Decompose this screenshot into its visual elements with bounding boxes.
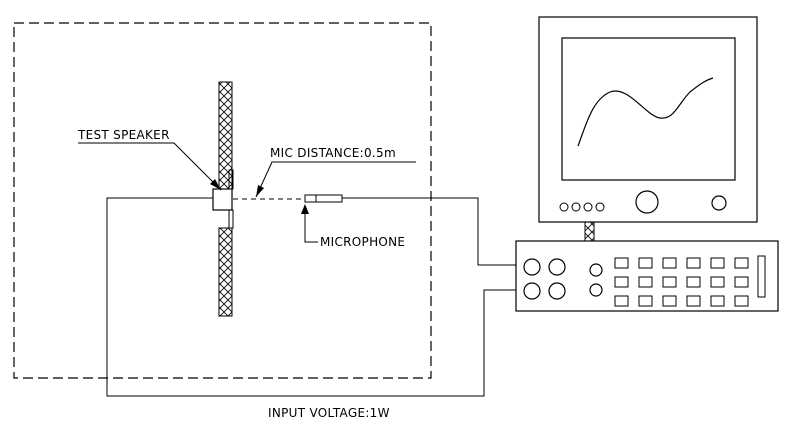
oscilloscope-monitor xyxy=(538,16,758,223)
analyzer-knob-1 xyxy=(589,263,603,277)
mic-distance-label: MIC DISTANCE:0.5m xyxy=(270,146,396,160)
microphone-leader xyxy=(304,205,318,243)
speaker-input-cable xyxy=(106,197,520,397)
test-speaker-label: TEST SPEAKER xyxy=(77,128,170,142)
test-chamber-boundary xyxy=(13,22,432,379)
analyzer-jack-1 xyxy=(523,258,541,276)
microphone-label: MICROPHONE xyxy=(320,235,405,249)
test-speaker-leader xyxy=(78,142,222,191)
mic-distance-arrowhead xyxy=(256,185,264,197)
analyzer-jack-4 xyxy=(548,282,566,300)
microphone-cable xyxy=(342,197,520,266)
monitor-large-knob xyxy=(635,190,659,214)
analyzer-knob-2 xyxy=(589,283,603,297)
monitor-stand-connector xyxy=(584,221,595,242)
monitor-button-1 xyxy=(559,202,569,212)
speaker-baffle xyxy=(218,81,234,317)
monitor-button-4 xyxy=(595,202,605,212)
microphone-arrowhead xyxy=(301,204,309,214)
analyzer-keypad xyxy=(614,257,749,307)
mic-distance-leader xyxy=(255,161,416,198)
analyzer-jack-2 xyxy=(548,258,566,276)
test-speaker xyxy=(212,188,233,211)
analyzer-level-meter xyxy=(757,255,766,298)
monitor-small-knob xyxy=(711,195,727,211)
monitor-button-2 xyxy=(571,202,581,212)
audio-analyzer xyxy=(515,240,779,312)
analyzer-jack-3 xyxy=(523,282,541,300)
monitor-screen xyxy=(561,37,736,181)
microphone xyxy=(304,194,343,203)
test-speaker-arrowhead xyxy=(210,179,221,190)
frequency-response-curve xyxy=(577,77,714,147)
input-voltage-label: INPUT VOLTAGE:1W xyxy=(268,406,390,420)
monitor-button-3 xyxy=(583,202,593,212)
